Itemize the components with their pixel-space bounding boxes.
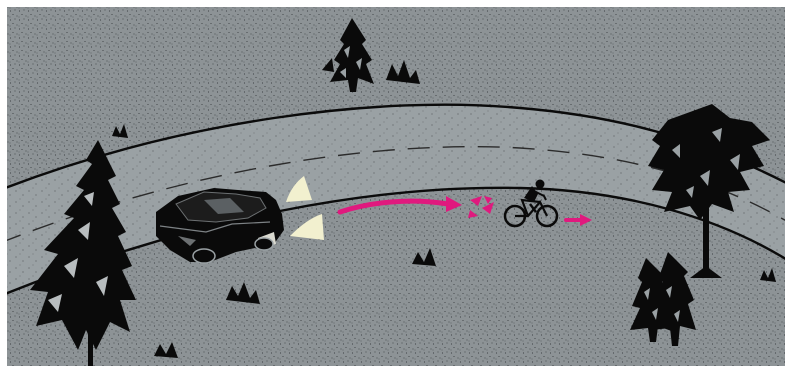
road-texture	[6, 104, 786, 294]
shrub-icon	[226, 282, 260, 304]
tree-icon	[652, 252, 696, 346]
tree-icon	[322, 18, 374, 92]
motion-arrow-icon	[337, 196, 462, 215]
collision-burst-icon	[468, 196, 494, 218]
road-center-line	[6, 146, 786, 242]
tree-icon	[30, 140, 136, 367]
shrub-icon	[386, 60, 420, 84]
frame-border	[5, 5, 787, 368]
cyclist-icon	[503, 179, 559, 228]
grass-tuft-icon	[112, 124, 776, 358]
headlight-beam-icon	[286, 176, 312, 202]
headlight-beam-icon	[290, 214, 324, 240]
tree-icon	[648, 104, 770, 278]
car-icon	[156, 188, 284, 264]
motion-arrow-icon	[564, 214, 592, 226]
